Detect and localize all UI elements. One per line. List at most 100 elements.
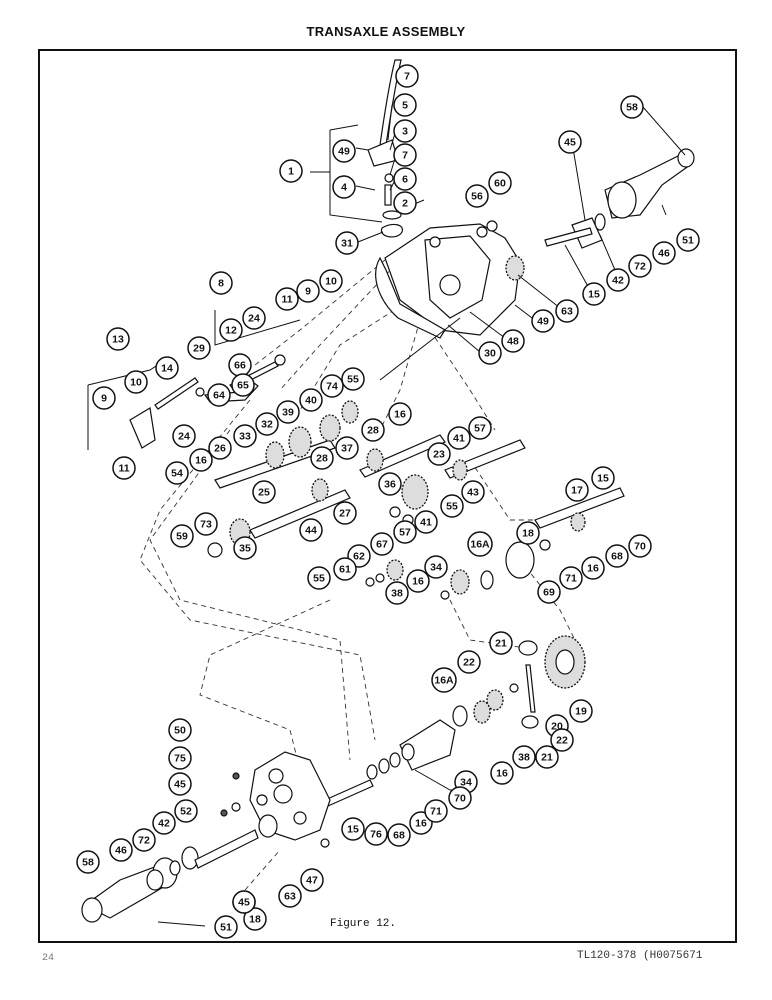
bottom-case-housing [231, 751, 331, 848]
callout-68: 68 [387, 823, 411, 847]
callout-label: 49 [537, 316, 549, 328]
callout-label: 74 [326, 381, 338, 393]
callout-label: 16 [415, 818, 427, 830]
callout-8: 8 [209, 271, 233, 295]
callout-label: 15 [597, 473, 609, 485]
callout-31: 31 [335, 231, 359, 255]
callout-label: 58 [82, 857, 94, 869]
callout-label: 45 [174, 779, 186, 791]
callout-3: 3 [393, 119, 417, 143]
callout-16A: 16A [467, 531, 493, 557]
callout-39: 39 [276, 400, 300, 424]
callout-label: 68 [393, 830, 405, 842]
callout-49: 49 [531, 309, 555, 333]
callout-label: 24 [248, 313, 260, 325]
callout-24: 24 [242, 306, 266, 330]
callout-71: 71 [424, 799, 448, 823]
callout-label: 25 [258, 487, 270, 499]
callout-51: 51 [676, 228, 700, 252]
callout-6: 6 [393, 167, 417, 191]
callout-label: 48 [507, 336, 519, 348]
callout-46: 46 [652, 241, 676, 265]
callout-35: 35 [233, 536, 257, 560]
callout-37: 37 [335, 436, 359, 460]
callout-10: 10 [319, 269, 343, 293]
callout-label: 27 [339, 508, 351, 520]
callout-73: 73 [194, 512, 218, 536]
callout-2: 2 [393, 191, 417, 215]
figure-caption: Figure 12. [330, 918, 397, 930]
callout-72: 72 [628, 254, 652, 278]
callout-57: 57 [393, 520, 417, 544]
callout-label: 63 [561, 306, 573, 318]
callout-label: 16 [195, 455, 207, 467]
callout-label: 7 [404, 71, 410, 83]
callout-label: 57 [474, 423, 486, 435]
callout-label: 10 [325, 276, 337, 288]
callout-9: 9 [92, 386, 116, 410]
callout-21: 21 [489, 631, 513, 655]
callout-23: 23 [427, 442, 451, 466]
callout-16A: 16A [431, 667, 457, 693]
callout-label: 4 [341, 182, 347, 194]
callout-label: 24 [178, 431, 190, 443]
callout-label: 8 [218, 278, 224, 290]
callout-64: 64 [207, 383, 231, 407]
callout-41: 41 [447, 426, 471, 450]
callout-label: 14 [161, 363, 173, 375]
callout-label: 22 [556, 735, 568, 747]
callout-label: 41 [420, 517, 432, 529]
callout-label: 11 [281, 294, 292, 306]
callout-16: 16 [490, 761, 514, 785]
callout-41: 41 [414, 510, 438, 534]
callout-46: 46 [109, 838, 133, 862]
callout-13: 13 [106, 327, 130, 351]
callout-16: 16 [189, 448, 213, 472]
callout-22: 22 [457, 650, 481, 674]
callout-label: 13 [112, 334, 124, 346]
callout-44: 44 [299, 518, 323, 542]
callout-label: 55 [446, 501, 458, 513]
callout-label: 52 [180, 806, 192, 818]
callout-label: 28 [316, 453, 328, 465]
callout-label: 12 [225, 325, 237, 337]
callout-label: 15 [347, 824, 359, 836]
differential-group [324, 635, 586, 807]
callout-label: 68 [611, 551, 623, 563]
callout-70: 70 [448, 786, 472, 810]
callout-label: 37 [341, 443, 353, 455]
diagram-frame [38, 49, 737, 943]
callout-label: 57 [399, 527, 411, 539]
callout-45: 45 [168, 772, 192, 796]
callout-49: 49 [332, 139, 356, 163]
callout-label: 18 [249, 914, 261, 926]
callout-43: 43 [461, 480, 485, 504]
callout-17: 17 [565, 478, 589, 502]
callout-label: 55 [313, 573, 325, 585]
callout-label: 19 [575, 706, 587, 718]
callout-14: 14 [155, 356, 179, 380]
callout-16: 16 [388, 402, 412, 426]
callout-label: 73 [200, 519, 212, 531]
callout-label: 55 [347, 374, 359, 386]
callout-24: 24 [172, 424, 196, 448]
callout-63: 63 [278, 884, 302, 908]
callout-63: 63 [555, 299, 579, 323]
callout-label: 10 [130, 377, 142, 389]
callout-label: 45 [238, 897, 250, 909]
callout-label: 49 [338, 146, 350, 158]
callout-label: 51 [682, 235, 694, 247]
callout-15: 15 [582, 282, 606, 306]
callout-label: 36 [384, 479, 396, 491]
callout-29: 29 [187, 336, 211, 360]
callout-label: 56 [471, 191, 483, 203]
callout-1: 1 [279, 159, 303, 183]
callout-label: 39 [282, 407, 294, 419]
callout-label: 21 [495, 638, 507, 650]
callout-label: 51 [220, 922, 232, 934]
callout-15: 15 [341, 817, 365, 841]
callout-label: 44 [305, 525, 317, 537]
callout-label: 20 [551, 721, 563, 733]
callout-label: 45 [564, 137, 576, 149]
callout-33: 33 [233, 424, 257, 448]
